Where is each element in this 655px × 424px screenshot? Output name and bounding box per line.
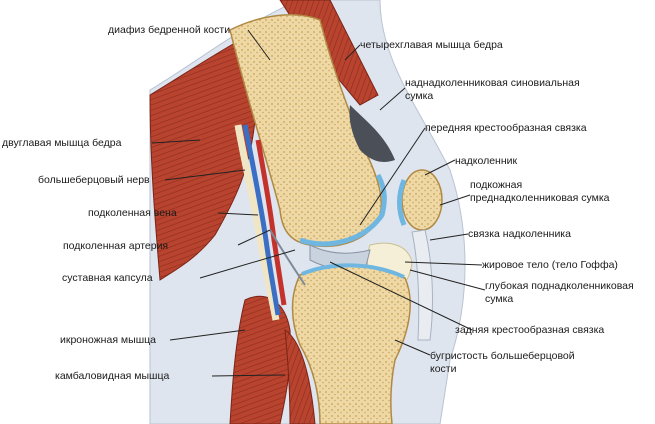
label-tibial-tuberosity-line1: бугристость большеберцовой (430, 350, 575, 362)
label-popliteal-artery: подколенная артерия (63, 240, 169, 252)
label-suprapatellar-bursa-line2: сумка (405, 90, 434, 102)
label-popliteal-vein: подколенная вена (88, 207, 177, 219)
femur-cartilage (299, 173, 387, 247)
label-tibial-tuberosity-line2: кости (430, 363, 457, 375)
tibia-cartilage (301, 263, 405, 279)
label-infrapatellar-bursa-line2: сумка (485, 293, 514, 305)
popliteal-artery (255, 139, 287, 306)
patella-cartilage (397, 179, 407, 226)
popliteal-vein (242, 124, 281, 316)
label-prepatellar-bursa-line1: подкожная (470, 179, 523, 191)
label-infrapatellar-bursa-line1: глубокая поднадколенниковая (485, 280, 634, 292)
joint-capsule (269, 229, 306, 286)
label-tibial-nerve: большеберцовый нерв (38, 174, 150, 186)
label-femur-shaft: диафиз бедренной кости (108, 24, 231, 36)
patella-bone (401, 169, 443, 231)
label-gastrocnemius: икроножная мышца (60, 334, 156, 346)
biceps-femoris-muscle (149, 39, 256, 281)
suprapatellar-bursa (349, 105, 395, 162)
label-biceps-femoris: двуглавая мышца бедра (2, 137, 122, 149)
label-joint-capsule: суставная капсула (62, 272, 153, 284)
label-quadriceps: четырехглавая мышца бедра (360, 39, 503, 51)
label-soleus: камбаловидная мышца (55, 370, 170, 382)
label-hoffa-fat-pad: жировое тело (тело Гоффа) (482, 259, 618, 271)
label-patellar-ligament: связка надколенника (468, 228, 571, 240)
label-prepatellar-bursa-line2: преднадколенниковая сумка (470, 192, 610, 204)
soleus-muscle (284, 328, 316, 424)
leader-lines (151, 29, 486, 377)
label-suprapatellar-bursa-line1: наднадколенниковая синовиальная (405, 77, 580, 89)
label-pcl: задняя крестообразная связка (455, 324, 605, 336)
label-acl: передняя крестообразная связка (425, 122, 587, 134)
tibial-nerve (234, 124, 280, 321)
label-patella: надколенник (455, 155, 518, 167)
